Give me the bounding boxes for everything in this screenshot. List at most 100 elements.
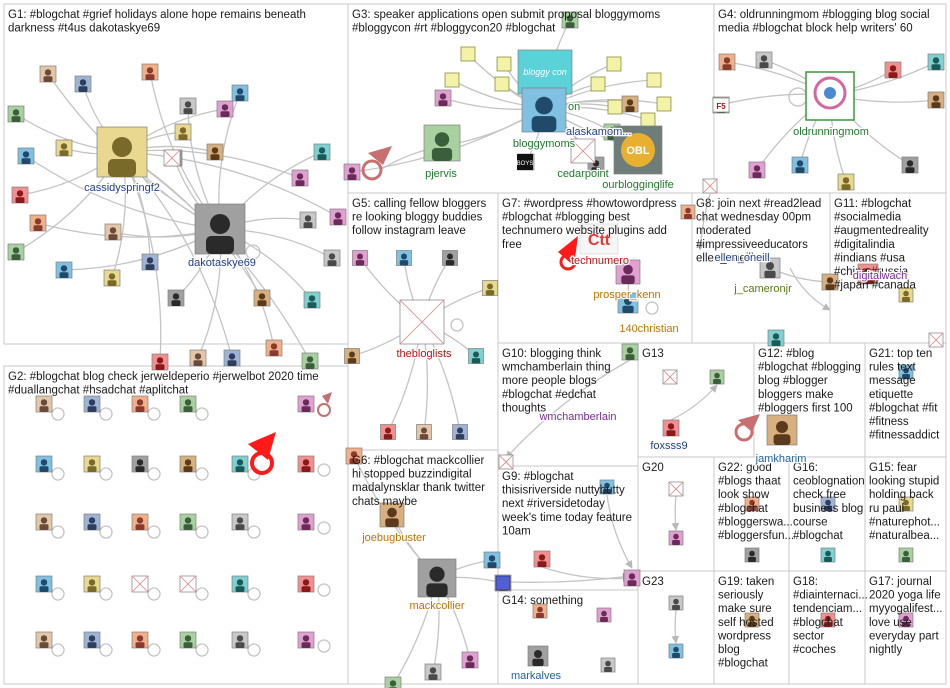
user-avatar-icon (820, 547, 836, 563)
user-avatar-icon (55, 261, 73, 279)
edge (121, 148, 339, 218)
loop-marker-icon (361, 146, 392, 181)
user-avatar-icon (927, 91, 945, 109)
user-avatar-icon (344, 348, 360, 364)
placeholder-avatar (131, 575, 149, 593)
user-avatar-icon (313, 143, 331, 161)
placeholder-avatar (498, 454, 514, 470)
yellow-node-icon (607, 99, 623, 115)
user-avatar-icon (55, 139, 73, 157)
edge (670, 384, 718, 421)
self-loop (195, 525, 209, 539)
user-avatar-icon (709, 369, 725, 385)
vertex-label-140christian: 140christian (619, 323, 678, 335)
placeholder-avatar (668, 481, 684, 497)
vertex-label-layer: cassidyspringf2dakotaskye69bloggymomspje… (83, 100, 909, 684)
self-loop (147, 467, 161, 481)
vertex-label-jamkharim: jamkharim (755, 453, 807, 465)
blue-node-icon (495, 575, 511, 591)
thebloglists-avatar (399, 299, 445, 345)
yellow-node-icon (496, 56, 512, 72)
user-avatar-icon (231, 455, 249, 473)
user-avatar-icon (104, 223, 122, 241)
vertex-label-foxsss9: foxsss9 (650, 440, 687, 452)
bloggymoms-avatar (521, 87, 567, 133)
user-avatar-icon (35, 455, 53, 473)
vertex-label-technumero: technumero (571, 255, 629, 267)
edge (25, 155, 221, 232)
user-avatar-icon (83, 395, 101, 413)
vertex-label-digitalwach: digitalwach (853, 270, 907, 282)
user-avatar-icon (167, 289, 185, 307)
self-loop (247, 643, 261, 657)
self-loop (147, 587, 161, 601)
user-avatar-icon (83, 513, 101, 531)
self-loop (788, 87, 808, 107)
group-box-g2 (3, 365, 349, 685)
user-avatar-icon (755, 51, 773, 69)
self-loop (195, 407, 209, 421)
user-avatar-icon (141, 253, 159, 271)
user-avatar-icon (599, 479, 615, 495)
user-avatar-icon (231, 84, 249, 102)
user-avatar-icon (821, 273, 839, 291)
user-avatar-icon (744, 496, 760, 512)
user-avatar-icon (35, 575, 53, 593)
user-avatar-icon (898, 287, 914, 303)
self-loop (51, 587, 65, 601)
markalves-avatar (527, 645, 549, 667)
yellow-node-icon (640, 112, 656, 128)
user-avatar-icon (141, 63, 159, 81)
user-avatar-icon (532, 603, 548, 619)
user-avatar-icon (83, 455, 101, 473)
user-avatar-icon (103, 269, 121, 287)
user-avatar-icon (83, 575, 101, 593)
self-loop (99, 643, 113, 657)
user-avatar-icon (303, 291, 321, 309)
brand-logo-icon: BOYS (517, 154, 533, 170)
vertex-label-dakotaskye69: dakotaskye69 (188, 257, 256, 269)
user-avatar-icon (668, 643, 684, 659)
bloggycon-avatar: bloggy con (517, 49, 573, 95)
yellow-node-icon (656, 96, 672, 112)
user-avatar-icon (352, 250, 368, 266)
user-avatar-icon (396, 250, 412, 266)
user-avatar-icon (343, 163, 361, 181)
vertex-label-oldrunningmom: oldrunningmom (793, 126, 869, 138)
self-loop (51, 467, 65, 481)
vertex-label-cedarpoint: cedarpoint (557, 168, 608, 180)
user-avatar-icon (7, 243, 25, 261)
vertex-label-thebloglists: thebloglists (396, 348, 452, 360)
group-label-g18: G18:#diainternaci...tendenciam...#blogch… (793, 576, 868, 656)
user-avatar-icon (291, 169, 309, 187)
loop-marker-icon (734, 414, 760, 442)
j-cameronjr-avatar (759, 257, 781, 279)
prosper-kenn-avatar (615, 259, 641, 285)
user-avatar-icon (561, 11, 579, 29)
placeholder-avatar (928, 332, 944, 348)
technumero-logo-icon: Ctt (558, 223, 619, 271)
user-avatar-icon (189, 349, 207, 367)
user-avatar-icon (35, 513, 53, 531)
edge (505, 359, 631, 459)
user-avatar-icon (345, 447, 363, 465)
user-avatar-icon (482, 280, 498, 296)
group-label-g14: G14: something (502, 595, 583, 607)
self-loop (195, 643, 209, 657)
user-avatar-icon (131, 513, 149, 531)
yellow-node-icon (646, 72, 662, 88)
user-avatar-icon (7, 105, 25, 123)
vertex-label-ourblogginglife: ourblogginglife (602, 179, 674, 191)
user-avatar-icon (179, 97, 197, 115)
user-avatar-icon (83, 631, 101, 649)
highlight-marker-icon (248, 392, 332, 475)
user-avatar-icon (11, 186, 29, 204)
group-label-g23: G23 (642, 576, 664, 588)
